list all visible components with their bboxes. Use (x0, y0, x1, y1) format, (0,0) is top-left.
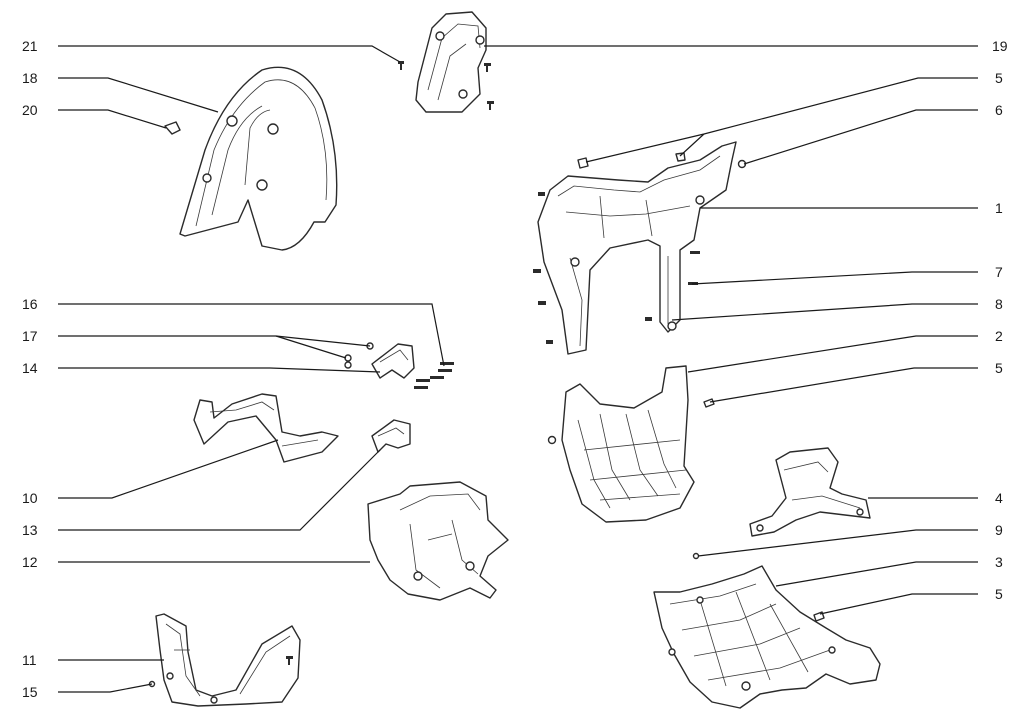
part-small-bracket-14 (371, 343, 415, 379)
callout-6: 6 (995, 102, 1003, 118)
callout-16: 16 (22, 296, 38, 312)
bolt-left-b-icon (533, 269, 541, 273)
screw-2b-icon (547, 435, 557, 445)
screw-19a-icon (484, 63, 491, 72)
callout-11: 11 (22, 652, 37, 668)
part-support-bracket-10 (193, 393, 339, 463)
part-lower-frame (155, 613, 301, 707)
callout-13: 13 (22, 522, 38, 538)
screw-19b-icon (487, 101, 494, 110)
callout-5-b: 5 (995, 360, 1003, 376)
bolts-16-icon (414, 362, 454, 389)
callout-10: 10 (22, 490, 38, 506)
callout-14: 14 (22, 360, 38, 376)
callout-19: 19 (992, 38, 1008, 54)
callout-4: 4 (995, 490, 1003, 506)
screw-5b-icon (675, 152, 686, 162)
part-main-frame (537, 141, 737, 355)
bolt-left-d-icon (546, 340, 553, 344)
callout-5-a: 5 (995, 70, 1003, 86)
callout-15: 15 (22, 684, 38, 700)
bolt-right-icon (690, 251, 700, 254)
screw-3b-icon (668, 648, 676, 656)
callout-2: 2 (995, 328, 1003, 344)
callout-8: 8 (995, 296, 1003, 312)
part-central-housing (367, 481, 509, 601)
leader-lines-right (484, 45, 978, 615)
callout-1: 1 (995, 200, 1003, 216)
callout-17: 17 (22, 328, 38, 344)
callout-21: 21 (22, 38, 38, 54)
callout-labels-right: 19 5 6 1 7 8 2 5 4 9 3 5 (992, 38, 1008, 602)
leader-lines-left (58, 45, 445, 693)
screw-5-top-icon (577, 157, 589, 169)
callout-9: 9 (995, 522, 1003, 538)
part-small-bracket-13 (371, 419, 411, 453)
callout-12: 12 (22, 554, 38, 570)
bolt-left-c-icon (538, 301, 546, 305)
part-engine-shield (561, 365, 695, 523)
screw-5c-icon (703, 398, 715, 408)
screw-8-icon (645, 317, 652, 321)
nut-17c-icon (344, 361, 352, 369)
callout-labels-left: 21 18 20 16 17 14 10 13 12 11 15 (22, 38, 38, 700)
part-bracket-4 (749, 447, 871, 537)
part-skid-plate (653, 565, 881, 709)
callout-7: 7 (995, 264, 1003, 280)
part-front-fender (179, 66, 338, 251)
screw-9-icon (692, 552, 700, 560)
screw-21-icon (398, 61, 404, 70)
screw-11-icon (286, 656, 293, 665)
callout-5-c: 5 (995, 586, 1003, 602)
part-upper-bracket (415, 11, 487, 113)
callout-3: 3 (995, 554, 1003, 570)
bolt-left-a-icon (538, 192, 545, 196)
clip-20-icon (164, 121, 181, 135)
callout-20: 20 (22, 102, 38, 118)
callout-18: 18 (22, 70, 38, 86)
